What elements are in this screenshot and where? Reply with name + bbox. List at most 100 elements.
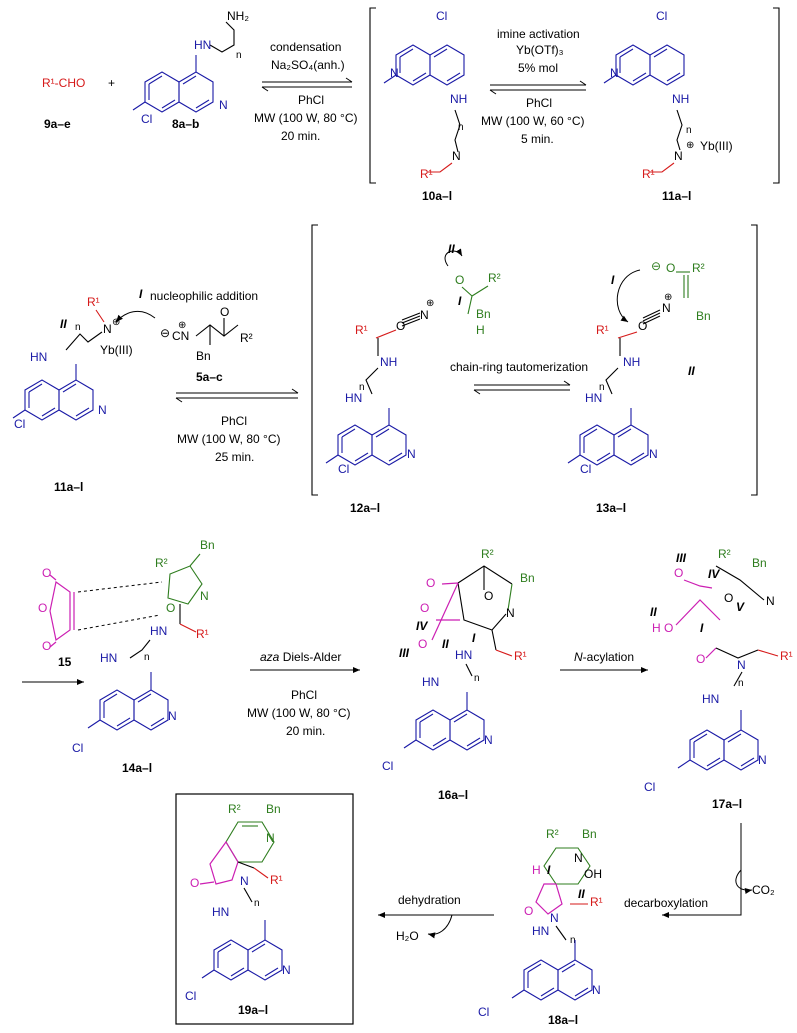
bracket-left-1 — [369, 7, 376, 184]
svg-text:O: O — [166, 601, 175, 615]
svg-text:⊖: ⊖ — [160, 326, 170, 340]
svg-text:II: II — [578, 887, 585, 901]
equilibrium-arrow-1 — [261, 77, 353, 92]
svg-text:R¹: R¹ — [590, 895, 603, 909]
svg-text:5% mol: 5% mol — [518, 61, 558, 75]
equilibrium-arrow-3 — [175, 388, 299, 403]
svg-text:CN: CN — [172, 329, 189, 343]
svg-text:PhCl: PhCl — [221, 414, 247, 428]
step3-conditions: PhCl MW (100 W, 80 °C) 25 min. — [177, 414, 280, 464]
svg-text:O: O — [696, 652, 705, 666]
svg-text:n: n — [236, 50, 242, 61]
plus-sign: + — [108, 76, 115, 90]
svg-text:imine activation: imine activation — [497, 27, 580, 41]
compound-13-label: 13a–l — [596, 501, 626, 515]
compound-17-structure: III R² Bn IV O N V O II H O I O N R¹ n H… — [644, 547, 793, 794]
compound-11-activated-structure: R¹ II N ⊕ Yb(III) n HN Cl N I — [12, 287, 156, 431]
compound-8-label: 8a–b — [172, 117, 199, 131]
svg-text:n: n — [458, 122, 464, 133]
svg-text:V: V — [736, 600, 745, 614]
equilibrium-arrow-4 — [473, 380, 571, 395]
cycloaddition-dash-bottom — [77, 614, 161, 631]
compound-19-label: 19a–l — [238, 1003, 268, 1017]
svg-text:N: N — [758, 753, 767, 767]
tautomerization-label: chain-ring tautomerization — [450, 360, 588, 374]
svg-text:R¹: R¹ — [270, 873, 283, 887]
svg-text:HN: HN — [194, 38, 211, 52]
compound-14-label: 14a–l — [122, 761, 152, 775]
svg-text:condensation: condensation — [270, 40, 341, 54]
svg-text:Bn: Bn — [266, 802, 281, 816]
svg-text:N: N — [407, 447, 416, 461]
svg-text:PhCl: PhCl — [291, 688, 317, 702]
compound-10-label: 10a–l — [422, 189, 452, 203]
svg-text:O: O — [524, 904, 533, 918]
svg-text:O: O — [664, 621, 673, 635]
step4-conditions: aza Diels-Alder PhCl MW (100 W, 80 °C) 2… — [247, 650, 360, 738]
svg-text:O: O — [418, 637, 427, 651]
svg-text:N: N — [610, 66, 619, 80]
svg-text:R²: R² — [228, 802, 241, 816]
compound-5-label: 5a–c — [196, 370, 223, 384]
compound-5-structure: nucleophilic addition ⊖ ⊕ CN O R² Bn — [150, 289, 258, 363]
acylation-label: N-acylation — [574, 650, 634, 664]
compound-8-structure: Cl N HN NH₂ n — [132, 9, 249, 126]
svg-text:IV: IV — [708, 567, 720, 581]
svg-text:H: H — [532, 863, 541, 877]
svg-text:⊕: ⊕ — [686, 140, 694, 151]
svg-text:nucleophilic addition: nucleophilic addition — [150, 289, 258, 303]
svg-text:⊕: ⊕ — [664, 292, 672, 303]
equilibrium-arrow-2 — [489, 80, 587, 95]
svg-text:MW (100 W, 80 °C): MW (100 W, 80 °C) — [247, 706, 350, 720]
step2-conditions: imine activation Yb(OTf)₃ 5% mol PhCl MW… — [481, 27, 584, 146]
compound-12-structure: II O R² Bn H I N ⊕ O R¹ NH n HN N Cl — [325, 242, 501, 476]
compound-9-label: 9a–e — [44, 117, 71, 131]
svg-text:R²: R² — [240, 331, 253, 345]
svg-text:20 min.: 20 min. — [281, 129, 320, 143]
svg-text:dehydration: dehydration — [398, 893, 461, 907]
svg-text:Yb(OTf)₃: Yb(OTf)₃ — [516, 43, 564, 57]
svg-text:I: I — [472, 631, 476, 645]
svg-text:O: O — [638, 319, 647, 333]
svg-text:HN: HN — [532, 924, 549, 938]
svg-text:n: n — [599, 382, 605, 393]
svg-text:Cl: Cl — [185, 989, 196, 1003]
bracket-left-2 — [311, 224, 318, 496]
svg-text:Yb(III): Yb(III) — [100, 343, 133, 357]
svg-text:R¹: R¹ — [196, 627, 209, 641]
svg-text:HN: HN — [585, 391, 602, 405]
svg-text:N: N — [200, 589, 209, 603]
svg-text:NH: NH — [672, 92, 689, 106]
svg-text:CO₂: CO₂ — [752, 883, 775, 897]
svg-text:R¹: R¹ — [514, 649, 527, 663]
svg-text:N: N — [737, 658, 746, 672]
svg-text:O: O — [42, 639, 51, 653]
svg-text:R²: R² — [488, 271, 501, 285]
svg-text:n: n — [570, 935, 576, 946]
svg-text:Cl: Cl — [72, 741, 83, 755]
svg-text:Cl: Cl — [656, 9, 667, 23]
compound-13-structure: I ⊖ O R² Bn N ⊕ O R¹ NH n II HN N Cl — [567, 259, 711, 476]
svg-text:III: III — [399, 646, 410, 660]
svg-text:HN: HN — [422, 675, 439, 689]
svg-text:MW (100 W, 80 °C): MW (100 W, 80 °C) — [254, 111, 357, 125]
svg-text:N: N — [452, 149, 461, 163]
svg-text:n: n — [75, 322, 81, 333]
svg-text:20 min.: 20 min. — [286, 724, 325, 738]
svg-text:R²: R² — [155, 556, 168, 570]
compound-12-label: 12a–l — [350, 501, 380, 515]
svg-text:PhCl: PhCl — [526, 96, 552, 110]
decarboxylation-arrow: CO₂ decarboxylation — [624, 823, 775, 918]
svg-text:O: O — [38, 601, 47, 615]
svg-text:H: H — [476, 323, 485, 337]
svg-text:R²: R² — [692, 261, 705, 275]
svg-text:n: n — [474, 673, 480, 684]
svg-text:N: N — [219, 98, 228, 112]
svg-text:III: III — [676, 551, 687, 565]
svg-text:H: H — [652, 621, 661, 635]
svg-text:O: O — [674, 566, 683, 580]
svg-text:5 min.: 5 min. — [521, 132, 554, 146]
svg-text:n: n — [738, 678, 744, 689]
svg-text:R¹: R¹ — [87, 295, 100, 309]
svg-text:N: N — [674, 149, 683, 163]
